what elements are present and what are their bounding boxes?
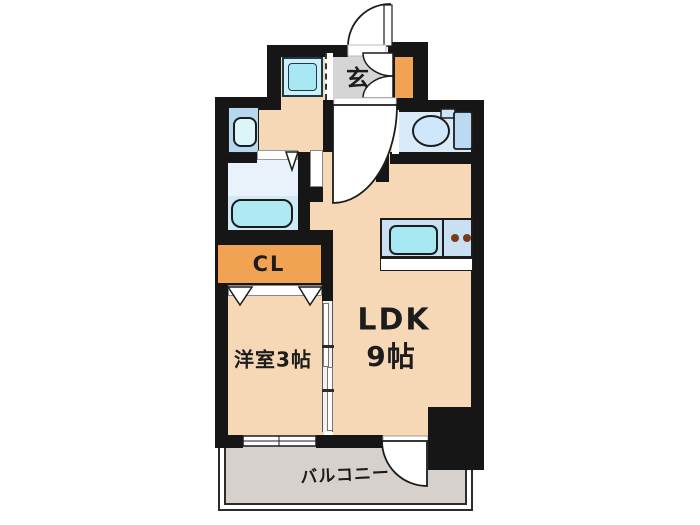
entrance-door-leaf bbox=[383, 4, 393, 47]
western-room-window bbox=[242, 435, 317, 447]
partition-tick-1 bbox=[322, 345, 334, 348]
balcony-door-arc bbox=[381, 440, 428, 487]
partition-sliding-door bbox=[322, 301, 334, 432]
bathroom-folding-door-icon bbox=[284, 151, 300, 173]
ldk-floor bbox=[333, 160, 471, 437]
closet-folding-door-icon-left bbox=[226, 286, 254, 307]
washing-machine bbox=[282, 57, 323, 97]
entrance-door-arc bbox=[347, 3, 391, 47]
ldk-label-line2: 9帖 bbox=[366, 340, 416, 373]
wall-toilet-top bbox=[395, 100, 484, 112]
entrance-label: 玄 bbox=[346, 66, 370, 92]
western-room-floor bbox=[222, 285, 324, 437]
balcony-label: バルコニー bbox=[299, 463, 391, 488]
wall-step-left bbox=[215, 97, 281, 110]
wall-jog bbox=[310, 187, 323, 202]
wall-bathroom-right bbox=[298, 152, 310, 230]
wall-bathroom-top-left bbox=[215, 152, 257, 163]
wash-basin bbox=[228, 107, 259, 153]
toilet-fixture bbox=[412, 108, 473, 150]
hallway-door-arc bbox=[332, 104, 398, 204]
wall-washer-nook-top bbox=[267, 45, 330, 57]
wall-entrance-top-left bbox=[330, 45, 348, 57]
shoe-cabinet-door-lower bbox=[362, 75, 394, 99]
kitchen-counter-front bbox=[380, 258, 473, 271]
wall-washroom-right bbox=[323, 100, 335, 152]
shoe-cabinet bbox=[393, 55, 415, 100]
wall-closet-top bbox=[215, 230, 333, 243]
wall-outer-right bbox=[471, 100, 484, 410]
wall-bottom-west-a bbox=[215, 435, 243, 448]
kitchen-counter bbox=[380, 218, 473, 258]
kitchen-sink bbox=[389, 225, 438, 255]
closet-block bbox=[216, 243, 323, 285]
closet-folding-door-icon-right bbox=[297, 286, 324, 307]
wall-bottom-west-b bbox=[316, 435, 383, 448]
partition-panel-1 bbox=[323, 303, 329, 367]
wall-partition-upper bbox=[322, 243, 333, 301]
wall-toilet-bottom bbox=[390, 152, 484, 164]
wall-shoebox-right bbox=[415, 42, 428, 102]
entrance-step-strip bbox=[325, 53, 333, 100]
western-room-label: 洋室3帖 bbox=[234, 347, 312, 372]
partition-panel-2 bbox=[327, 367, 333, 431]
washing-machine-tub bbox=[288, 63, 317, 91]
bathtub bbox=[231, 199, 293, 228]
stove-burner-1 bbox=[451, 234, 459, 242]
wash-basin-bowl bbox=[233, 117, 257, 147]
wall-washer-nook-left bbox=[267, 45, 281, 110]
washroom-door bbox=[310, 150, 323, 187]
ldk-label-line1: LDK bbox=[357, 302, 431, 338]
partition-tick-2 bbox=[322, 389, 334, 392]
closet-door-strip bbox=[228, 285, 322, 296]
structural-pillar bbox=[428, 407, 484, 470]
stove-burner-2 bbox=[463, 234, 471, 242]
kitchen-counter-divider bbox=[442, 220, 444, 256]
closet-label: CL bbox=[252, 252, 286, 276]
